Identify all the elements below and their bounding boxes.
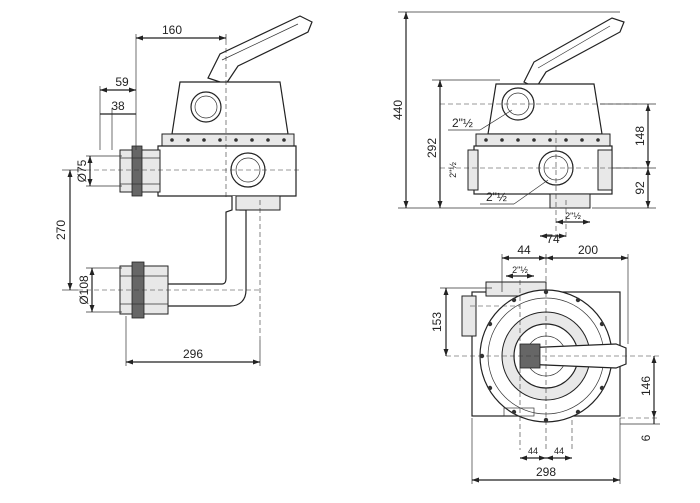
top-port-circle [190,91,222,123]
side-view: 160 59 38 Ø75 270 Ø108 296 [54,15,313,366]
label-top-port-size: 2"½ [452,116,473,130]
dim-74: 74 [546,232,560,246]
valve-lower-body [157,145,297,197]
dim-153: 153 [430,312,444,332]
label-small-port-size: 2"½ [565,211,581,221]
dim-146: 146 [639,376,653,396]
label-top-view-port-size: 2"½ [512,265,528,275]
dim-38: 38 [111,99,125,113]
dim-d108: Ø108 [77,275,91,305]
dim-44-bottom-left: 44 [528,446,538,456]
dim-298: 298 [536,465,556,479]
valve-top-housing [171,81,289,135]
bottom-stub [549,193,591,209]
dim-d75: Ø75 [75,159,89,182]
label-bottom-port-size: 2"½ [486,190,507,204]
valve-flange [161,133,295,147]
dim-6: 6 [639,434,653,441]
drain-pipe [165,196,247,307]
label-plate [503,407,535,417]
dim-59: 59 [115,75,129,89]
dim-160: 160 [162,23,182,37]
dim-148: 148 [633,126,647,146]
dim-440: 440 [391,100,405,120]
label-side-port-size: 2"½ [448,162,458,178]
dim-92: 92 [633,181,647,195]
valve-handle [207,15,313,85]
dim-292: 292 [425,138,439,158]
dim-296: 296 [183,347,203,361]
valve-handle-front [523,17,625,89]
top-view: 44 200 2"½ 153 146 6 44 44 298 [430,243,660,484]
valve-flange-front [475,133,611,147]
dim-270: 270 [54,220,68,240]
dim-44-top: 44 [517,243,531,257]
dim-200: 200 [578,243,598,257]
dim-44-bottom-right: 44 [554,446,564,456]
front-view: 440 292 148 92 2"½ 2"½ 2"½ 2"½ 74 [391,11,656,246]
